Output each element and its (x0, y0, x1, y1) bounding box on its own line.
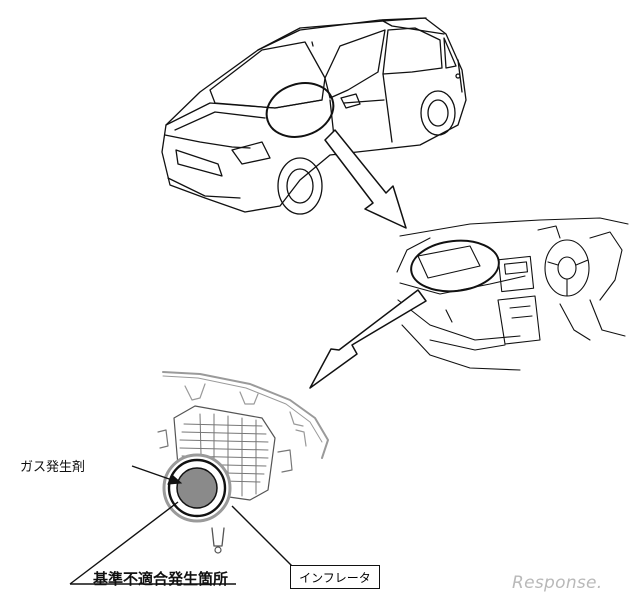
arrow-car-to-dashboard (324, 129, 407, 229)
nonconformity-location-label: 基準不適合発生箇所 (93, 570, 229, 588)
leader-lines (69, 465, 293, 585)
dashboard-highlight-ellipse (410, 239, 500, 293)
airbag-module (157, 371, 329, 554)
car-highlight-ellipse (265, 82, 335, 138)
gas-generant-label: ガス発生剤 (20, 460, 86, 475)
inflator-label: インフレータ (299, 570, 371, 585)
dashboard-illustration (396, 217, 629, 371)
gas-generant-arrowhead (167, 474, 183, 485)
inflator-label-box: インフレータ (290, 565, 380, 589)
response-watermark: Response. (512, 573, 603, 593)
arrow-dashboard-to-module (309, 289, 427, 389)
car-illustration (161, 17, 467, 215)
